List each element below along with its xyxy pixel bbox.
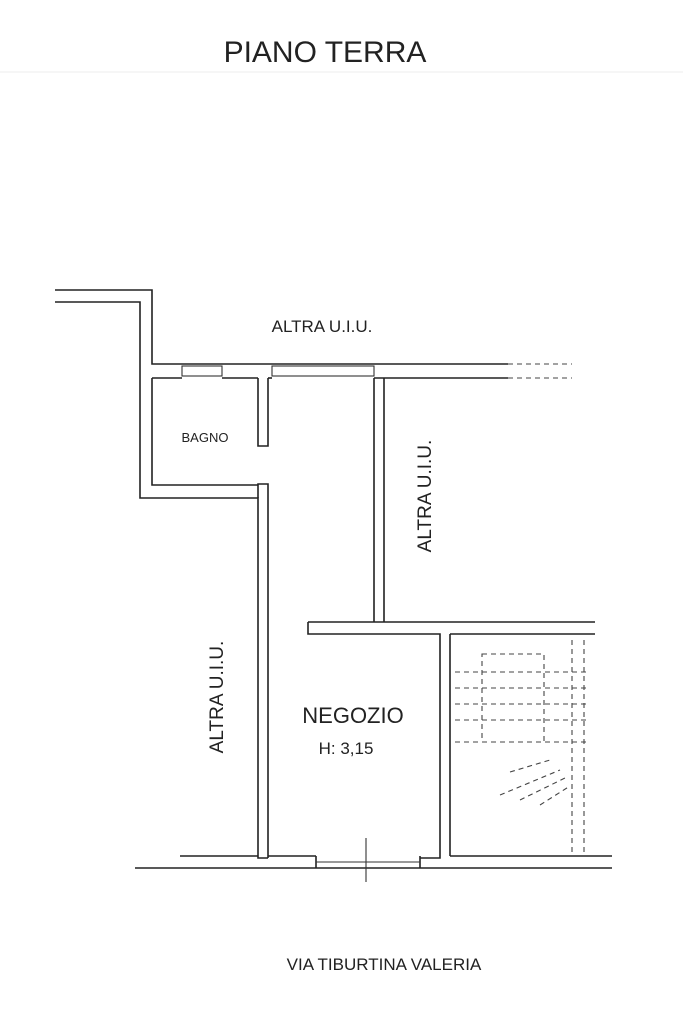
plan-title: PIANO TERRA (224, 36, 427, 69)
label-shop-height: H: 3,15 (319, 739, 374, 758)
outer-walls (55, 289, 572, 859)
label-bathroom: BAGNO (182, 430, 229, 445)
bathroom-walls (257, 378, 269, 630)
street-front (135, 838, 612, 882)
stair-hatch (455, 640, 590, 856)
label-neighbor-right: ALTRA U.I.U. (415, 440, 436, 553)
street-name: VIA TIBURTINA VALERIA (287, 955, 482, 974)
label-shop: NEGOZIO (302, 703, 403, 728)
label-neighbor-left: ALTRA U.I.U. (207, 641, 228, 754)
label-neighbor-top: ALTRA U.I.U. (272, 317, 373, 336)
corridor-walls (267, 378, 595, 859)
